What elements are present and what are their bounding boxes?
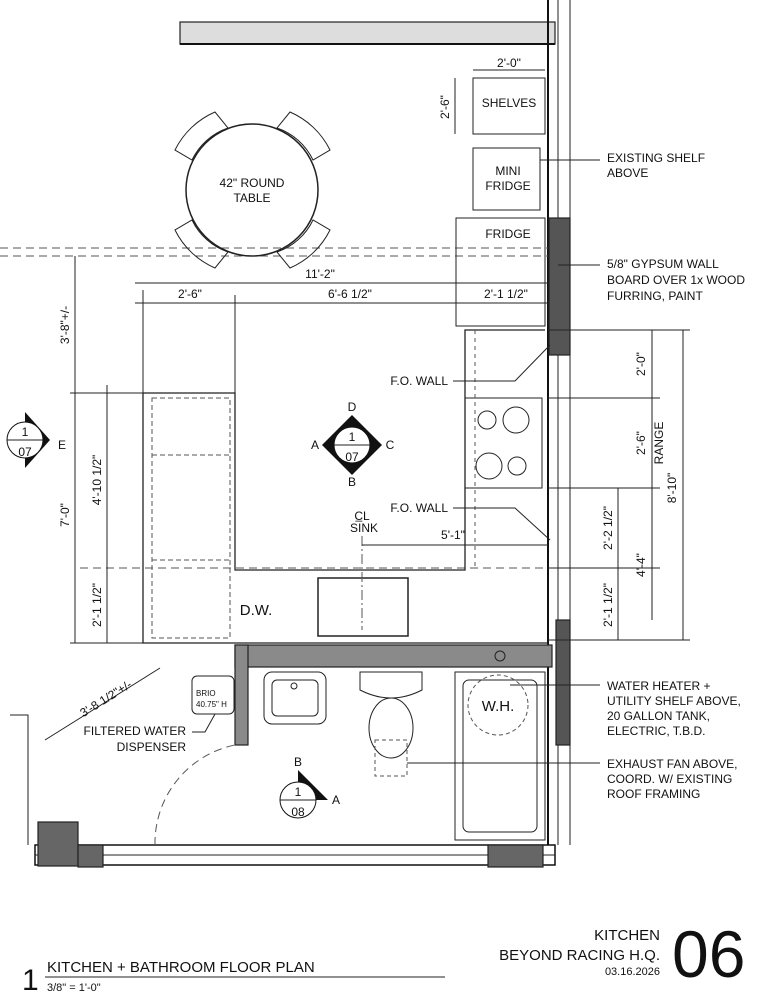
drawing-text: 5/8" GYPSUM WALL <box>607 257 719 271</box>
fridge-label: FRIDGE <box>485 227 530 241</box>
sink-centerline: C̲L <box>354 509 370 523</box>
mini-fridge-label: FRIDGE <box>485 179 530 193</box>
drawing-text: 2'-2 1/2" <box>601 506 615 550</box>
drawing-text: 2'-6" <box>438 95 452 119</box>
sheet-name: KITCHEN <box>594 927 660 944</box>
drawing-text: 1 <box>22 425 29 439</box>
drawing-text: EXHAUST FAN ABOVE, <box>607 757 738 771</box>
dimensions: 2'-0" 2'-6" 11'-2" 2'-6" 6'-6 1/2" 2'-1 … <box>44 56 690 741</box>
drawing-text: 2'-6" <box>634 431 648 455</box>
drawing-text: FILTERED WATER <box>84 724 187 738</box>
brio-height: 40.75" H <box>196 700 227 709</box>
water-heater-label: W.H. <box>482 698 515 715</box>
drawing-text: E <box>58 438 66 452</box>
drawing-text: 8'-10" <box>665 473 679 504</box>
drawing-text: DISPENSER <box>117 740 187 754</box>
drawing-text: 2'-1 1/2" <box>601 583 615 627</box>
drawing-text: 4'-10 1/2" <box>90 455 104 506</box>
drawing-text: 6'-6 1/2" <box>328 287 372 301</box>
mini-fridge-label: MINI <box>495 164 520 178</box>
brio-label: BRIO <box>196 689 216 698</box>
drawing-text: C <box>386 438 395 452</box>
elevation-marker-left[interactable]: 1 07 E <box>6 412 66 468</box>
drawing-text: 3'-8"+/- <box>58 306 72 344</box>
drawing-text: 11'-2" <box>305 267 335 281</box>
drawing-text: 07 <box>18 445 32 459</box>
drawing-text: A <box>332 793 340 807</box>
drawing-text: 7'-0" <box>58 503 72 527</box>
drawing-text: BOARD OVER 1x WOOD <box>607 273 745 287</box>
drawing-text: 2'-0" <box>634 352 648 376</box>
fridge <box>455 217 546 327</box>
drawing-title: KITCHEN + BATHROOM FLOOR PLAN <box>47 959 315 976</box>
drawing-text: 5'-1" <box>441 528 465 542</box>
drawing-text: RANGE <box>652 422 666 465</box>
elevation-marker-bath[interactable]: 1 08 B A <box>279 755 340 819</box>
drawing-text: ROOF FRAMING <box>607 787 700 801</box>
drawing-text: 3'-8 1/2"+/- <box>77 677 134 720</box>
drawing-text: UTILITY SHELF ABOVE, <box>607 694 741 708</box>
sheet-date: 03.16.2026 <box>605 966 660 978</box>
title-block: 1 KITCHEN + BATHROOM FLOOR PLAN 3/8" = 1… <box>22 917 745 997</box>
drawing-text: COORD. W/ EXISTING <box>607 772 732 786</box>
mini-fridge <box>472 147 541 211</box>
shelves-label: SHELVES <box>482 96 536 110</box>
drawing-text: 1 <box>295 785 302 799</box>
drawing-text: ELECTRIC, T.B.D. <box>607 724 705 738</box>
drawing-text: WATER HEATER + <box>607 679 710 693</box>
drawing-text: 2'-6" <box>178 287 202 301</box>
shelves <box>472 77 546 135</box>
annotations: EXISTING SHELF ABOVE 5/8" GYPSUM WALL BO… <box>84 151 746 801</box>
drawing-text: D <box>348 400 357 414</box>
drawing-text: EXISTING SHELF <box>607 151 705 165</box>
drawing-text: 1 <box>349 430 356 444</box>
drawing-text: 2'-1 1/2" <box>484 287 528 301</box>
drawing-text: B <box>348 475 356 489</box>
drawing-text: 08 <box>291 805 305 819</box>
drawing-text: 4'-4" <box>634 553 648 577</box>
drawing-scale: 3/8" = 1'-0" <box>47 982 101 994</box>
drawing-text: A <box>311 438 319 452</box>
drawing-text: ABOVE <box>607 166 648 180</box>
walls <box>10 0 571 868</box>
round-table: 42" ROUND TABLE <box>174 111 331 269</box>
drawing-number: 1 <box>22 964 39 997</box>
drawing-text: B <box>294 755 302 769</box>
sheet-number: 06 <box>672 917 745 991</box>
kitchen-counters <box>142 329 548 644</box>
drawing-text: 20 GALLON TANK, <box>607 709 710 723</box>
project-name: BEYOND RACING H.Q. <box>499 947 660 964</box>
elevation-marker-center[interactable]: 1 07 D B A C <box>311 400 395 489</box>
drawing-text: 2'-1 1/2" <box>90 583 104 627</box>
table-label: TABLE <box>233 191 270 205</box>
bathroom-fixtures <box>154 650 546 846</box>
drawing-text: 2'-0" <box>497 56 521 70</box>
drawing-text: F.O. WALL <box>390 374 448 388</box>
sink-label: SINK <box>350 521 378 535</box>
table-label: 42" ROUND <box>220 176 285 190</box>
drawing-text: F.O. WALL <box>390 501 448 515</box>
drawing-text: FURRING, PAINT <box>607 289 703 303</box>
drawing-text: 07 <box>345 450 359 464</box>
dishwasher-label: D.W. <box>240 602 273 619</box>
